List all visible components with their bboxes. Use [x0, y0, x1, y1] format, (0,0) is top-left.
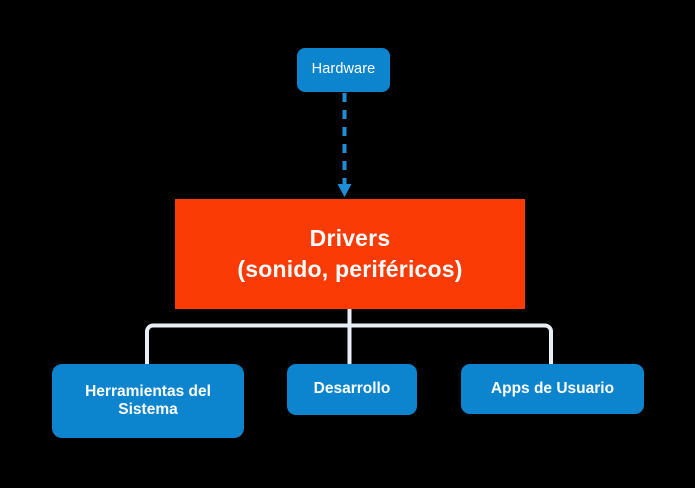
node-hardware-label: Hardware	[311, 61, 376, 78]
node-drivers-text: Drivers (sonido, periféricos)	[237, 225, 462, 282]
node-user-apps[interactable]: Apps de Usuario	[461, 364, 644, 414]
node-development-label: Desarrollo	[313, 380, 391, 398]
node-drivers-label-line2: (sonido, periféricos)	[237, 255, 463, 282]
edge-hardware-to-drivers	[337, 93, 352, 197]
node-system-tools[interactable]: Herramientas del Sistema	[52, 364, 244, 438]
node-hardware[interactable]: Hardware	[297, 48, 390, 92]
node-user-apps-label: Apps de Usuario	[490, 379, 615, 397]
node-drivers-label-line1: Drivers	[309, 225, 391, 252]
node-drivers[interactable]: Drivers (sonido, periféricos)	[175, 199, 525, 309]
edge-drivers-to-children	[145, 309, 553, 364]
node-system-tools-label: Herramientas del Sistema	[85, 382, 211, 418]
node-development[interactable]: Desarrollo	[287, 364, 417, 415]
